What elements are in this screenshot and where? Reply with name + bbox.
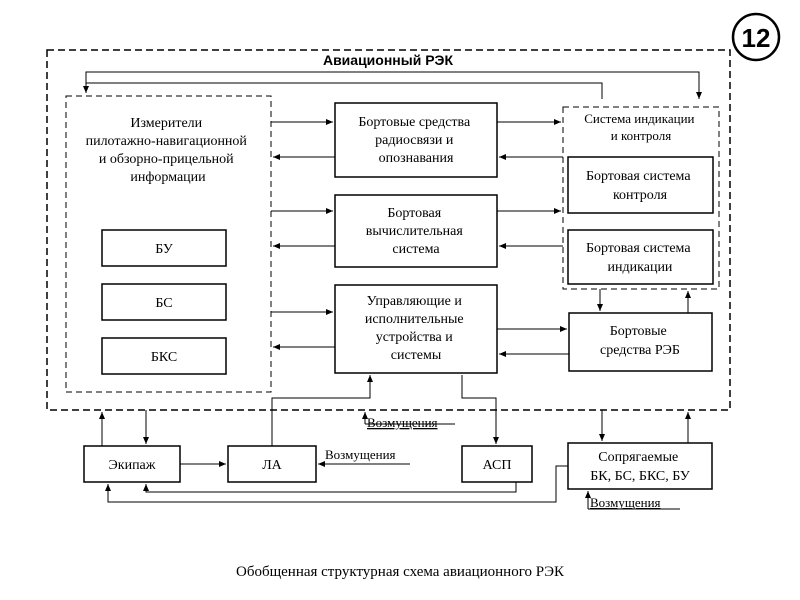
indication-system-box — [567, 229, 714, 285]
measurers-title: Измерители пилотажно-навигационной и обз… — [86, 116, 251, 185]
bu-label: БУ — [155, 242, 173, 257]
slide-number-badge: 12 — [731, 12, 781, 62]
coupled-label: Сопрягаемые БК, БС, БКС, БУ — [590, 450, 690, 484]
coupled-box — [567, 442, 713, 490]
control-system-label: Бортовая система контроля — [586, 169, 694, 203]
radio-label: Бортовые средства радиосвязи и опознаван… — [358, 115, 473, 166]
bs-label: БС — [155, 296, 172, 311]
asp-label: АСП — [483, 458, 512, 473]
asp-box — [461, 445, 533, 483]
bks-label: БКС — [151, 350, 177, 365]
disturbance-label-coupled: Возмущения — [590, 495, 661, 510]
reb-label: Бортовые средства РЭБ — [600, 324, 680, 358]
disturbance-label-frame: Возмущения — [367, 415, 438, 430]
disturbance-label-la: Возмущения — [325, 447, 396, 462]
top-link-arrows — [83, 71, 702, 99]
computer-label: Бортовая вычислительная система — [366, 206, 467, 257]
control-system-box — [567, 156, 714, 214]
radio-box — [334, 102, 498, 178]
reb-box — [568, 312, 713, 372]
aviation-rek-frame — [46, 49, 731, 411]
slide-number: 12 — [742, 23, 771, 53]
diagram-caption: Обобщенная структурная схема авиационног… — [236, 564, 565, 580]
bs-box — [101, 283, 227, 321]
la-box — [227, 445, 317, 483]
indication-control-title: Система индикации и контроля — [584, 111, 698, 143]
connection-arrows — [99, 119, 691, 510]
control-devices-label: Управляющие и исполнительные устройства … — [365, 294, 467, 363]
indication-system-label: Бортовая система индикации — [586, 241, 694, 275]
bks-box — [101, 337, 227, 375]
aviation-rek-title: Авиационный РЭК — [323, 52, 454, 68]
computer-box — [334, 194, 498, 268]
control-devices-box — [334, 284, 498, 374]
la-label: ЛА — [262, 458, 282, 473]
crew-label: Экипаж — [109, 458, 156, 473]
crew-box — [83, 445, 181, 483]
bu-box — [101, 229, 227, 267]
